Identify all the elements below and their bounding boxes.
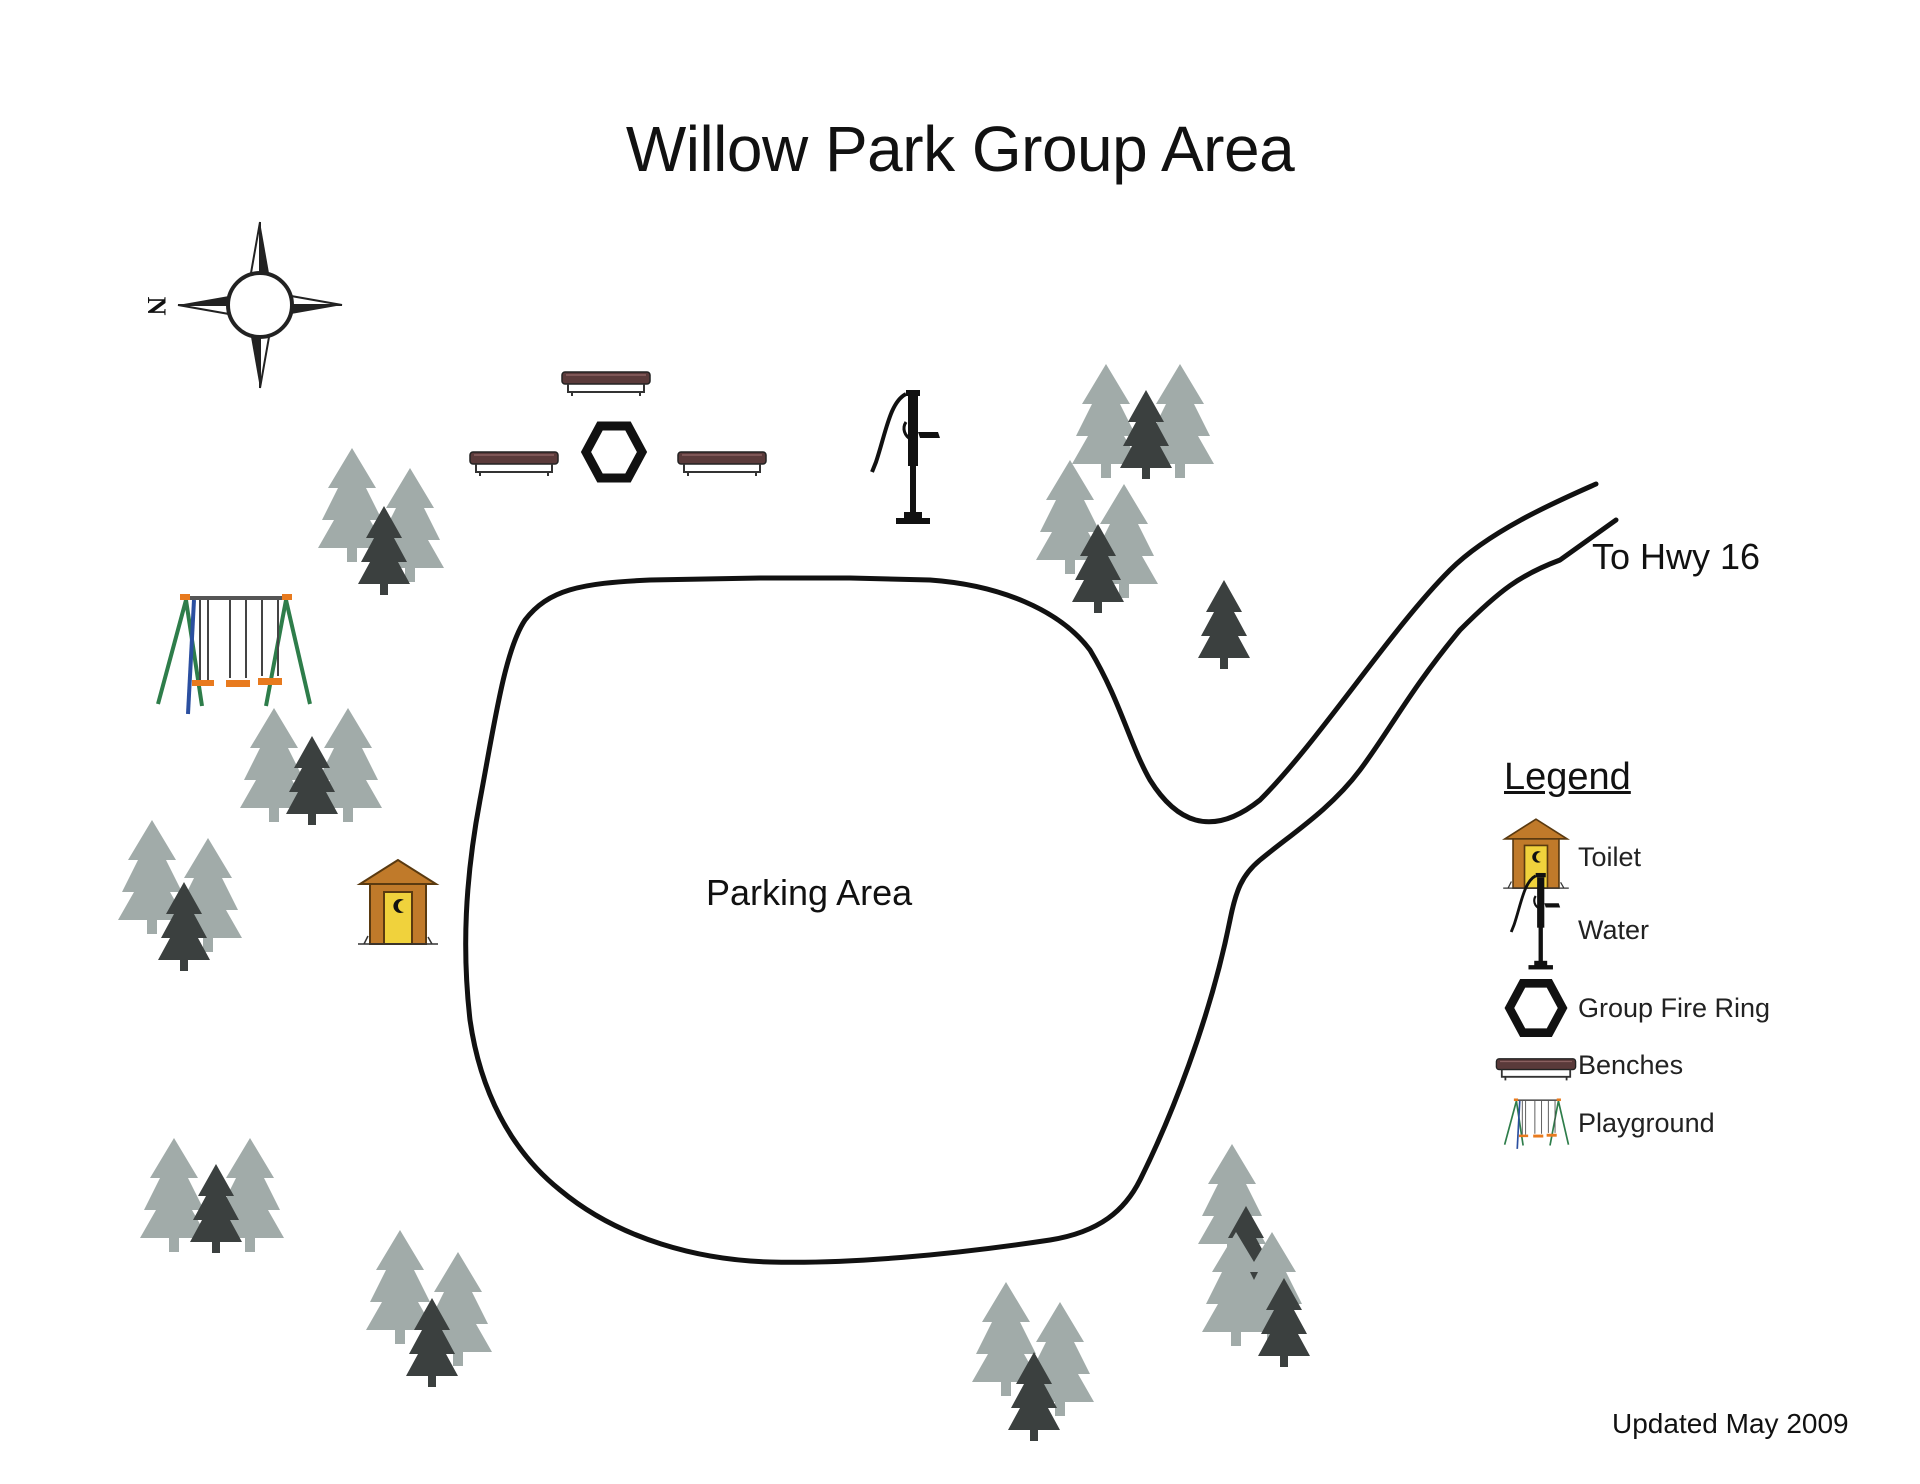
legend-item-toilet: Toilet (1578, 842, 1642, 872)
fire-ring-icon (1509, 983, 1562, 1032)
road-label: To Hwy 16 (1592, 536, 1761, 577)
tree-cluster (118, 820, 242, 971)
parking-area-label: Parking Area (706, 872, 913, 913)
tree-cluster (1198, 1144, 1310, 1367)
toilet-icon (357, 859, 439, 945)
tree-cluster (1036, 460, 1158, 613)
bench-icon (469, 451, 559, 477)
tree-cluster (366, 1230, 492, 1387)
legend-item-fire-ring: Group Fire Ring (1578, 993, 1771, 1023)
bench-icon (677, 451, 767, 477)
legend-item-water: Water (1578, 915, 1650, 945)
playground-icon (156, 592, 312, 716)
fire-ring-icon (586, 426, 642, 478)
tree-cluster (140, 1138, 284, 1253)
water-pump-icon (870, 388, 942, 526)
map-title: Willow Park Group Area (625, 113, 1295, 185)
parking-loop-road (463, 481, 1619, 1265)
legend-icons (1495, 818, 1577, 1150)
tree-cluster (318, 448, 444, 595)
legend-item-benches: Benches (1578, 1050, 1684, 1080)
compass-rose-icon (177, 221, 343, 389)
bench-icon (1495, 1057, 1577, 1082)
tree-cluster (972, 1282, 1094, 1441)
toilet-icon (1502, 818, 1570, 889)
tree-cluster (240, 708, 382, 825)
legend-item-playground: Playground (1578, 1108, 1715, 1138)
playground-icon (1503, 1097, 1570, 1150)
updated-date: Updated May 2009 (1612, 1408, 1849, 1439)
tree-single (1198, 580, 1250, 669)
compass-north-label: N (142, 297, 171, 316)
tree-cluster (1072, 364, 1214, 479)
legend-title: Legend (1504, 756, 1631, 798)
road-outline (463, 481, 1619, 1265)
bench-icon (561, 371, 651, 397)
